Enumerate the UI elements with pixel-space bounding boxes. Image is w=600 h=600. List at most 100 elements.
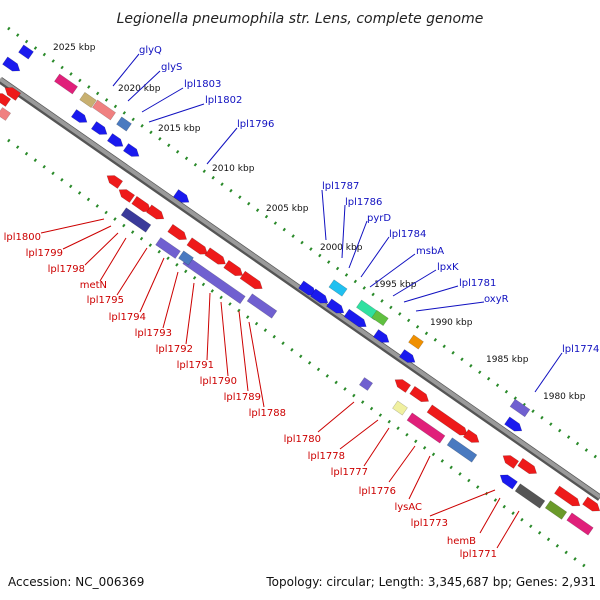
reverse-gene-arrow[interactable] <box>500 452 520 469</box>
forward-gene-arrow[interactable] <box>328 279 348 297</box>
gene-label[interactable]: lpl1774 <box>562 344 599 355</box>
gene-label[interactable]: lpl1784 <box>389 229 426 240</box>
reverse-gene-arrow[interactable] <box>358 377 374 391</box>
gene-label[interactable]: lpl1786 <box>345 197 382 208</box>
gene-label[interactable]: lpl1789 <box>224 392 261 403</box>
reverse-gene-arrow[interactable] <box>0 107 12 121</box>
forward-gene-arrow[interactable] <box>90 121 109 138</box>
gene-label[interactable]: lpl1790 <box>200 376 237 387</box>
forward-gene-arrow[interactable] <box>116 116 132 132</box>
forward-gene-arrow[interactable] <box>408 334 424 350</box>
reverse-gene-arrow[interactable] <box>462 429 481 446</box>
gene-label[interactable]: lpl1791 <box>177 360 214 371</box>
accession-text: Accession: NC_006369 <box>8 575 144 589</box>
forward-gene-arrow[interactable] <box>372 329 391 346</box>
gene-label[interactable]: pyrD <box>367 213 391 224</box>
scale-label-1980: 1980 kbp <box>543 392 586 402</box>
gene-label[interactable]: lpl1771 <box>460 549 497 560</box>
gene-label[interactable]: glyS <box>161 62 182 73</box>
reverse-gene-arrow[interactable] <box>155 237 181 259</box>
gene-label[interactable]: lpl1780 <box>284 434 321 445</box>
gene-label[interactable]: lpl1773 <box>411 518 448 529</box>
reverse-gene-arrow[interactable] <box>120 207 152 233</box>
forward-gene-arrow[interactable] <box>504 416 525 435</box>
reverse-gene-arrow[interactable] <box>204 247 228 268</box>
reverse-gene-arrow[interactable] <box>392 400 408 416</box>
gene-label[interactable]: lpxK <box>437 262 459 273</box>
gene-label[interactable]: lpl1788 <box>249 408 286 419</box>
scale-labels: 2025 kbp 2020 kbp 2015 kbp 2010 kbp 2005… <box>53 43 586 402</box>
gene-label[interactable]: oxyR <box>484 294 509 305</box>
forward-gene-arrow[interactable] <box>509 398 531 418</box>
forward-gene-arrow[interactable] <box>172 189 191 206</box>
gene-label[interactable]: metN <box>80 280 107 291</box>
forward-gene-arrow[interactable] <box>54 73 78 95</box>
reverse-gene-arrow[interactable] <box>446 437 478 463</box>
gene-label[interactable]: lpl1799 <box>26 248 63 259</box>
feature-tracks <box>0 44 600 536</box>
gene-label[interactable]: glyQ <box>139 45 162 56</box>
reverse-gene-arrow[interactable] <box>146 204 167 223</box>
forward-gene-arrow[interactable] <box>371 309 389 327</box>
gene-label[interactable]: lpl1792 <box>156 344 193 355</box>
gene-label[interactable]: lpl1795 <box>87 295 124 306</box>
gene-label[interactable]: lpl1802 <box>205 95 242 106</box>
gene-label[interactable]: lpl1796 <box>237 119 274 130</box>
forward-gene-arrow[interactable] <box>326 298 347 317</box>
forward-gene-arrow[interactable] <box>398 349 417 366</box>
reverse-gene-arrow[interactable] <box>566 512 594 536</box>
reverse-gene-arrow[interactable] <box>514 483 546 509</box>
gene-label[interactable]: lpl1794 <box>109 312 146 323</box>
bottom-gene-labels: lpl1800 lpl1799 lpl1798 metN lpl1795 lpl… <box>4 232 497 560</box>
forward-gene-arrow[interactable] <box>343 308 369 330</box>
map-title: Legionella pneumophila str. Lens, comple… <box>117 11 484 27</box>
reverse-gene-arrow[interactable] <box>178 250 194 266</box>
gene-label[interactable]: lpl1778 <box>308 451 345 462</box>
scale-label-2015: 2015 kbp <box>158 124 201 134</box>
gene-label[interactable]: msbA <box>416 246 444 257</box>
forward-gene-arrow[interactable] <box>92 99 116 121</box>
reverse-gene-arrow[interactable] <box>554 485 582 509</box>
reverse-gene-arrow[interactable] <box>186 237 210 258</box>
gene-label[interactable]: lpl1776 <box>359 486 396 497</box>
reverse-gene-arrow[interactable] <box>246 293 278 319</box>
reverse-gene-arrow[interactable] <box>426 404 470 439</box>
gene-label[interactable]: hemB <box>447 536 476 547</box>
gene-label[interactable]: lpl1777 <box>331 467 368 478</box>
scale-label-1985: 1985 kbp <box>486 355 529 365</box>
reverse-gene-arrow[interactable] <box>406 412 446 444</box>
reverse-gene-arrow[interactable] <box>409 385 432 405</box>
gene-label[interactable]: lpl1793 <box>135 328 172 339</box>
reverse-gene-arrow[interactable] <box>2 84 22 101</box>
scale-label-2020: 2020 kbp <box>118 84 161 94</box>
reverse-gene-arrow[interactable] <box>167 223 190 243</box>
reverse-gene-arrow[interactable] <box>582 496 600 515</box>
forward-gene-arrow[interactable] <box>106 133 125 150</box>
reverse-gene-arrow[interactable] <box>239 270 265 292</box>
forward-gene-arrow[interactable] <box>310 288 331 307</box>
forward-gene-arrow[interactable] <box>79 91 97 109</box>
reverse-gene-arrow[interactable] <box>517 457 540 477</box>
reverse-gene-arrow[interactable] <box>223 259 246 279</box>
gene-label[interactable]: lpl1803 <box>184 79 221 90</box>
reverse-gene-arrow[interactable] <box>104 172 124 189</box>
forward-gene-arrow[interactable] <box>18 44 34 60</box>
gene-label[interactable]: lpl1798 <box>48 264 85 275</box>
scale-label-1990: 1990 kbp <box>430 318 473 328</box>
forward-gene-arrow[interactable] <box>2 56 23 75</box>
gene-label[interactable]: lpl1800 <box>4 232 41 243</box>
top-gene-labels: glyQ glyS lpl1803 lpl1802 lpl1796 lpl178… <box>139 45 599 355</box>
gene-label[interactable]: lysAC <box>394 502 422 513</box>
reverse-gene-arrow[interactable] <box>0 90 12 107</box>
gene-label[interactable]: lpl1781 <box>459 278 496 289</box>
reverse-gene-arrow[interactable] <box>131 195 154 215</box>
reverse-gene-arrow[interactable] <box>498 471 518 490</box>
reverse-gene-arrow[interactable] <box>544 500 568 520</box>
forward-gene-arrow[interactable] <box>122 143 141 160</box>
reverse-gene-arrow[interactable] <box>392 376 412 393</box>
scale-label-2000: 2000 kbp <box>320 243 363 253</box>
reverse-gene-arrow[interactable] <box>116 186 136 203</box>
forward-gene-arrow[interactable] <box>70 109 89 126</box>
gene-label[interactable]: lpl1787 <box>322 181 359 192</box>
